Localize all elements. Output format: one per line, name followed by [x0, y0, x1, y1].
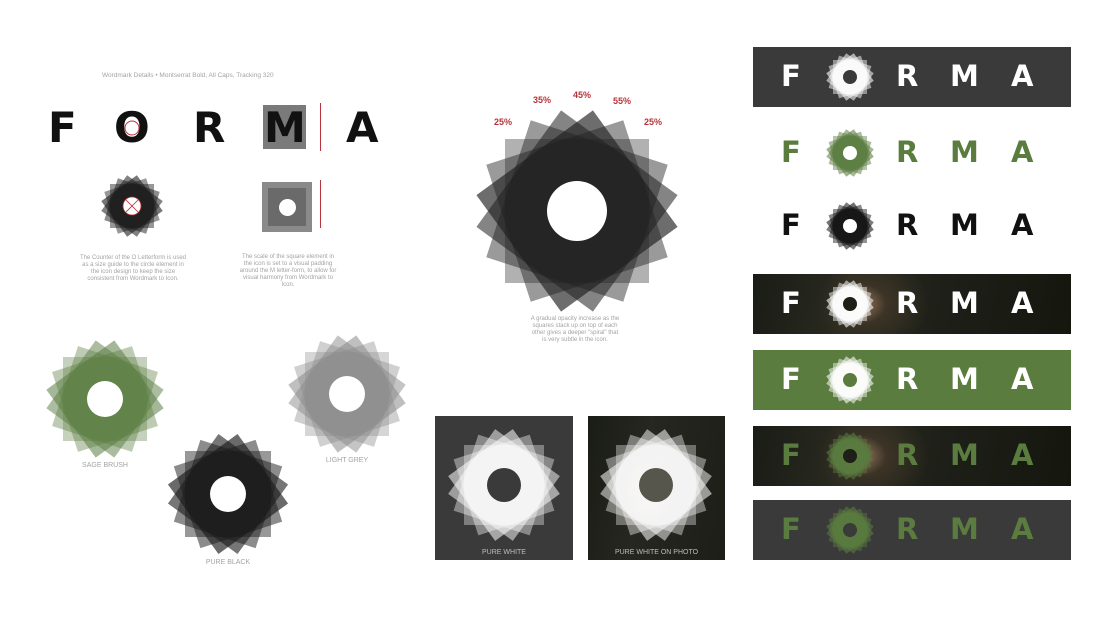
forma-icon: [826, 432, 874, 480]
pure-white-photo-caption: PURE WHITE ON PHOTO: [614, 549, 699, 556]
o-guide-icon: [101, 175, 163, 237]
bar-letter: M: [950, 135, 979, 169]
icon-circle: [843, 146, 857, 160]
pure-white-photo-panel: PURE WHITE ON PHOTO: [588, 416, 725, 560]
pure-black-label: PURE BLACK: [205, 559, 251, 566]
bar-letter: F: [781, 59, 801, 93]
opacity-label-2: 35%: [533, 95, 552, 105]
bar-letter: M: [950, 438, 979, 472]
bar-letter: F: [781, 135, 801, 169]
icon-circle: [843, 219, 857, 233]
bar-letter: A: [1011, 512, 1034, 546]
photo-background: [753, 426, 1071, 486]
sage-brush-label: SAGE BRUSH: [82, 462, 128, 469]
bar-letter: A: [1011, 362, 1034, 396]
opacity-label-3: 45%: [573, 90, 592, 100]
light-grey-icon: [288, 335, 406, 453]
opacity-caption: A gradual opacity increase as the square…: [530, 316, 620, 343]
bar-letter: A: [1011, 286, 1034, 320]
forma-icon: [826, 280, 874, 328]
forma-icon: [826, 129, 874, 177]
bar-letter: A: [1011, 438, 1034, 472]
bar-letter: F: [781, 512, 801, 546]
forma-icon: [826, 356, 874, 404]
m-square-line: [320, 180, 321, 228]
bar-letter: R: [896, 512, 919, 546]
o-counter-caption: The Counter of the O Letterform is used …: [79, 255, 187, 282]
icon-circle: [843, 449, 857, 463]
opacity-label-4: 55%: [613, 96, 632, 106]
bar-letter: M: [950, 208, 979, 242]
forma-icon: [826, 53, 874, 101]
bar-letter: M: [950, 512, 979, 546]
o-counter-guide-icon: [124, 120, 140, 136]
bar-letter: R: [896, 286, 919, 320]
bar-letter: R: [896, 135, 919, 169]
forma-icon: [826, 202, 874, 250]
bar-letter: F: [781, 438, 801, 472]
m-guide-line: [320, 103, 321, 151]
wordmark-details-header: Wordmark Details • Montserrat Bold, All …: [102, 72, 274, 79]
icon-circle: [843, 70, 857, 84]
m-square-guide: [263, 105, 306, 149]
wordmark-letter-r: R: [193, 103, 226, 152]
pure-white-icon: [448, 429, 560, 541]
opacity-spiral-icon: [476, 110, 678, 312]
forma-icon: [826, 506, 874, 554]
pure-white-caption: PURE WHITE: [482, 549, 526, 556]
pure-white-panel: PURE WHITE: [435, 416, 573, 560]
bar-letter: R: [896, 438, 919, 472]
opacity-label-1: 25%: [494, 117, 513, 127]
wordmark-letter-f: F: [48, 103, 77, 152]
bar-letter: A: [1011, 208, 1034, 242]
opacity-label-5: 25%: [644, 117, 663, 127]
m-square-circle: [279, 199, 296, 216]
photo-background: [753, 274, 1071, 334]
icon-circle: [843, 373, 857, 387]
bar-letter: F: [781, 208, 801, 242]
bar-letter: A: [1011, 59, 1034, 93]
icon-circle: [843, 297, 857, 311]
m-square-caption: The scale of the square element in the i…: [239, 254, 337, 288]
bar-letter: M: [950, 286, 979, 320]
wordmark-letter-m: M: [264, 103, 306, 152]
bar-letter: F: [781, 362, 801, 396]
bar-letter: R: [896, 59, 919, 93]
sage-brush-icon: [46, 340, 164, 458]
light-grey-label: LIGHT GREY: [325, 457, 369, 464]
bar-letter: R: [896, 208, 919, 242]
bar-letter: M: [950, 59, 979, 93]
pure-black-icon: [167, 433, 289, 555]
wordmark-letter-a: A: [346, 103, 379, 152]
icon-circle: [843, 523, 857, 537]
bar-letter: F: [781, 286, 801, 320]
bar-letter: R: [896, 362, 919, 396]
wordmark-letter-o: O: [114, 103, 150, 152]
pure-white-photo-icon: [600, 429, 712, 541]
bar-letter: A: [1011, 135, 1034, 169]
bar-letter: M: [950, 362, 979, 396]
